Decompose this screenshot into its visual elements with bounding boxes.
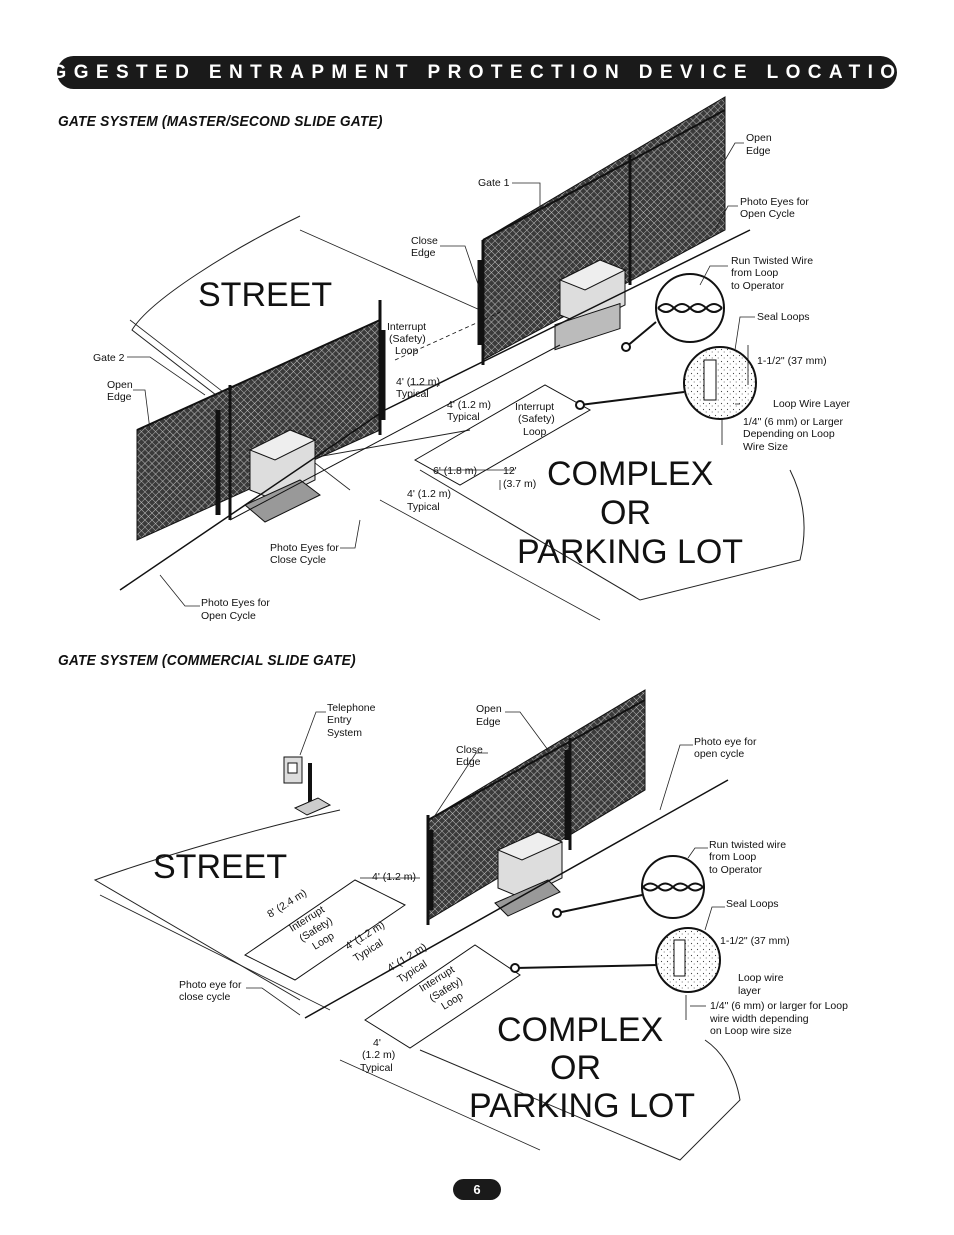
complex-label-2: COMPLEX xyxy=(497,1011,663,1049)
s2-quarter-2: wire width depending xyxy=(709,1013,809,1025)
s1-open-edge-r-1: Open xyxy=(746,132,772,144)
s2-telephone-3: System xyxy=(327,727,362,739)
s2-telephone-2: Entry xyxy=(327,714,352,726)
s1-dim-4ft-c-1: 4' (1.2 m) xyxy=(407,488,451,500)
header-banner: SUGGESTED ENTRAPMENT PROTECTION DEVICE L… xyxy=(10,56,936,89)
s1-interrupt-r-3: Loop xyxy=(523,426,547,438)
street-area-1 xyxy=(131,215,471,461)
s1-open-edge-l-2: Edge xyxy=(107,391,132,403)
s1-quarter-2: Depending on Loop xyxy=(743,428,835,440)
interrupt-loop-a xyxy=(244,879,406,981)
or-label-2: OR xyxy=(550,1049,601,1087)
street-area-2 xyxy=(93,809,341,1001)
s1-quarter-3: Wire Size xyxy=(743,441,788,453)
s2-loop-wire-2: layer xyxy=(738,985,761,997)
s1-dim-4ft-c-2: Typical xyxy=(407,501,440,513)
s1-dim-12ft-2: (3.7 m) xyxy=(503,478,536,490)
s1-gate1: Gate 1 xyxy=(478,177,510,189)
s2-quarter-3: on Loop wire size xyxy=(710,1025,792,1037)
street-label-1: STREET xyxy=(198,276,332,314)
page-number: 6 xyxy=(453,1179,501,1200)
s1-dim-4ft-b-2: Typical xyxy=(447,411,480,423)
s1-photo-open-r-1: Photo Eyes for xyxy=(740,196,809,208)
s1-open-edge-l-1: Open xyxy=(107,379,133,391)
s2-dim-4ft-top: 4' (1.2 m) xyxy=(372,871,416,883)
s2-run-twisted-3: to Operator xyxy=(709,864,763,876)
s1-photo-open-l-2: Open Cycle xyxy=(201,610,256,622)
complex-label-1: COMPLEX xyxy=(547,455,713,493)
s2-loop-wire-1: Loop wire xyxy=(738,972,784,984)
s1-photo-close-2: Close Cycle xyxy=(270,554,326,566)
header-title: SUGGESTED ENTRAPMENT PROTECTION DEVICE L… xyxy=(10,61,944,83)
s1-dim-4ft-a-2: Typical xyxy=(396,388,429,400)
operator-3 xyxy=(494,831,564,917)
s1-dim-1-5in: 1-1/2" (37 mm) xyxy=(757,355,827,367)
s2-close-edge-1: Close xyxy=(456,744,483,756)
s1-quarter-1: 1/4" (6 mm) or Larger xyxy=(743,416,844,428)
s1-open-edge-r-2: Edge xyxy=(746,145,771,157)
s1-dim-12ft-1: 12' xyxy=(503,465,517,477)
seal-loop-detail-2 xyxy=(655,927,721,993)
s2-dim-4ft-bot-1: 4' xyxy=(373,1037,381,1049)
seal-loop-detail-1 xyxy=(683,346,757,420)
section2-diagram: STREET COMPLEX OR PARKING LOT Telephone … xyxy=(93,689,848,1161)
s2-dim-4ft-bot-3: Typical xyxy=(360,1062,393,1074)
s2-dim-1-5in: 1-1/2" (37 mm) xyxy=(720,935,790,947)
s1-interrupt-r-1: Interrupt xyxy=(515,401,554,413)
s2-quarter-1: 1/4" (6 mm) or larger for Loop xyxy=(710,1000,848,1012)
s1-dim-6ft: 6' (1.8 m) xyxy=(433,465,477,477)
s2-open-edge-1: Open xyxy=(476,703,502,715)
operator-2 xyxy=(244,429,321,523)
s2-close-edge-2: Edge xyxy=(456,756,481,768)
s2-photo-close-2: close cycle xyxy=(179,991,231,1003)
s1-loop-wire-layer: Loop Wire Layer xyxy=(773,398,851,410)
s1-run-twisted-1: Run Twisted Wire xyxy=(731,255,813,267)
s1-run-twisted-3: to Operator xyxy=(731,280,785,292)
complex-area-2 xyxy=(419,1039,741,1161)
interrupt-loop-b xyxy=(364,944,521,1049)
s1-photo-open-l-1: Photo Eyes for xyxy=(201,597,270,609)
section1-diagram: STREET COMPLEX OR PARKING LOT Open Edge … xyxy=(93,96,851,622)
section1-title: GATE SYSTEM (MASTER/SECOND SLIDE GATE) xyxy=(58,113,383,130)
s2-run-twisted-2: from Loop xyxy=(709,851,756,863)
s2-run-twisted-1: Run twisted wire xyxy=(709,839,786,851)
operator-1 xyxy=(554,259,627,351)
s1-dim-4ft-b-1: 4' (1.2 m) xyxy=(447,399,491,411)
interrupt-loop-right xyxy=(413,384,592,486)
parking-label-2: PARKING LOT xyxy=(469,1087,695,1125)
parking-label-1: PARKING LOT xyxy=(517,533,743,571)
telephone-entry-system xyxy=(283,756,332,816)
s1-interrupt-r-2: (Safety) xyxy=(518,413,555,425)
s1-close-edge-2: Edge xyxy=(411,247,436,259)
s1-dim-4ft-a-1: 4' (1.2 m) xyxy=(396,376,440,388)
street-label-2: STREET xyxy=(153,848,287,886)
s1-gate2: Gate 2 xyxy=(93,352,125,364)
s1-interrupt-l-2: (Safety) xyxy=(389,333,426,345)
s2-photo-open-2: open cycle xyxy=(694,748,744,760)
s1-interrupt-l-3: Loop xyxy=(395,345,419,357)
s1-photo-close-1: Photo Eyes for xyxy=(270,542,339,554)
s2-photo-close-1: Photo eye for xyxy=(179,979,242,991)
s2-open-edge-2: Edge xyxy=(476,716,501,728)
s1-close-edge-1: Close xyxy=(411,235,438,247)
s1-run-twisted-2: from Loop xyxy=(731,267,778,279)
section2-title: GATE SYSTEM (COMMERCIAL SLIDE GATE) xyxy=(58,652,356,669)
s1-seal-loops: Seal Loops xyxy=(757,311,810,323)
s2-photo-open-1: Photo eye for xyxy=(694,736,757,748)
s1-photo-open-r-2: Open Cycle xyxy=(740,208,795,220)
s2-telephone-1: Telephone xyxy=(327,702,376,714)
complex-area-1 xyxy=(419,469,805,601)
or-label-1: OR xyxy=(600,494,651,532)
s2-dim-4ft-bot-2: (1.2 m) xyxy=(362,1049,395,1061)
s1-interrupt-l-1: Interrupt xyxy=(387,321,426,333)
s2-seal-loops: Seal Loops xyxy=(726,898,779,910)
